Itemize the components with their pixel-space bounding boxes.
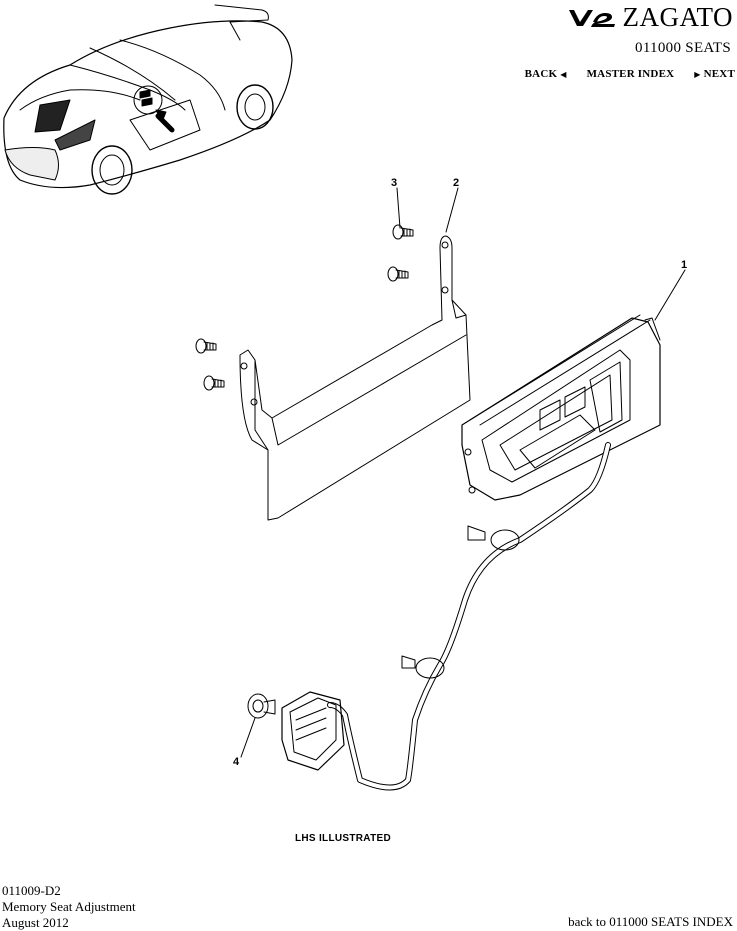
brand-header: ZAGATO <box>567 2 734 33</box>
back-link[interactable]: BACK ◀ <box>525 68 567 80</box>
wiring-harness <box>327 442 611 791</box>
document-info: 011009-D2 Memory Seat Adjustment August … <box>2 883 136 931</box>
callout-4: 4 <box>233 756 240 768</box>
screw-set <box>195 224 414 391</box>
next-link[interactable]: ▶ NEXT <box>694 68 735 80</box>
navigation-bar: BACK ◀ MASTER INDEX ▶ NEXT <box>525 68 735 80</box>
callout-3: 3 <box>391 177 398 189</box>
section-title: 011000 SEATS <box>635 40 731 56</box>
master-index-link[interactable]: MASTER INDEX <box>587 68 675 80</box>
rivet-clip <box>247 693 276 719</box>
document-code: 011009-D2 <box>2 883 61 898</box>
v12-logo-icon <box>568 9 615 27</box>
connector-block <box>281 691 345 771</box>
seat-switch-module <box>461 314 661 501</box>
master-index-label: MASTER INDEX <box>586 68 675 80</box>
right-triangle-icon: ▶ <box>694 70 701 79</box>
document-title: Memory Seat Adjustment <box>2 899 136 914</box>
left-triangle-icon: ◀ <box>560 70 567 79</box>
next-label: NEXT <box>703 68 735 80</box>
car-locator-image <box>3 4 293 195</box>
document-date: August 2012 <box>2 915 69 930</box>
back-label: BACK <box>524 68 558 80</box>
back-to-index-link[interactable]: back to 011000 SEATS INDEX <box>568 914 733 929</box>
callout-1: 1 <box>681 259 688 271</box>
illustration-caption: LHS ILLUSTRATED <box>295 833 391 844</box>
bracket-plate <box>239 235 471 521</box>
brand-name: ZAGATO <box>622 2 733 32</box>
callout-2: 2 <box>453 177 460 189</box>
